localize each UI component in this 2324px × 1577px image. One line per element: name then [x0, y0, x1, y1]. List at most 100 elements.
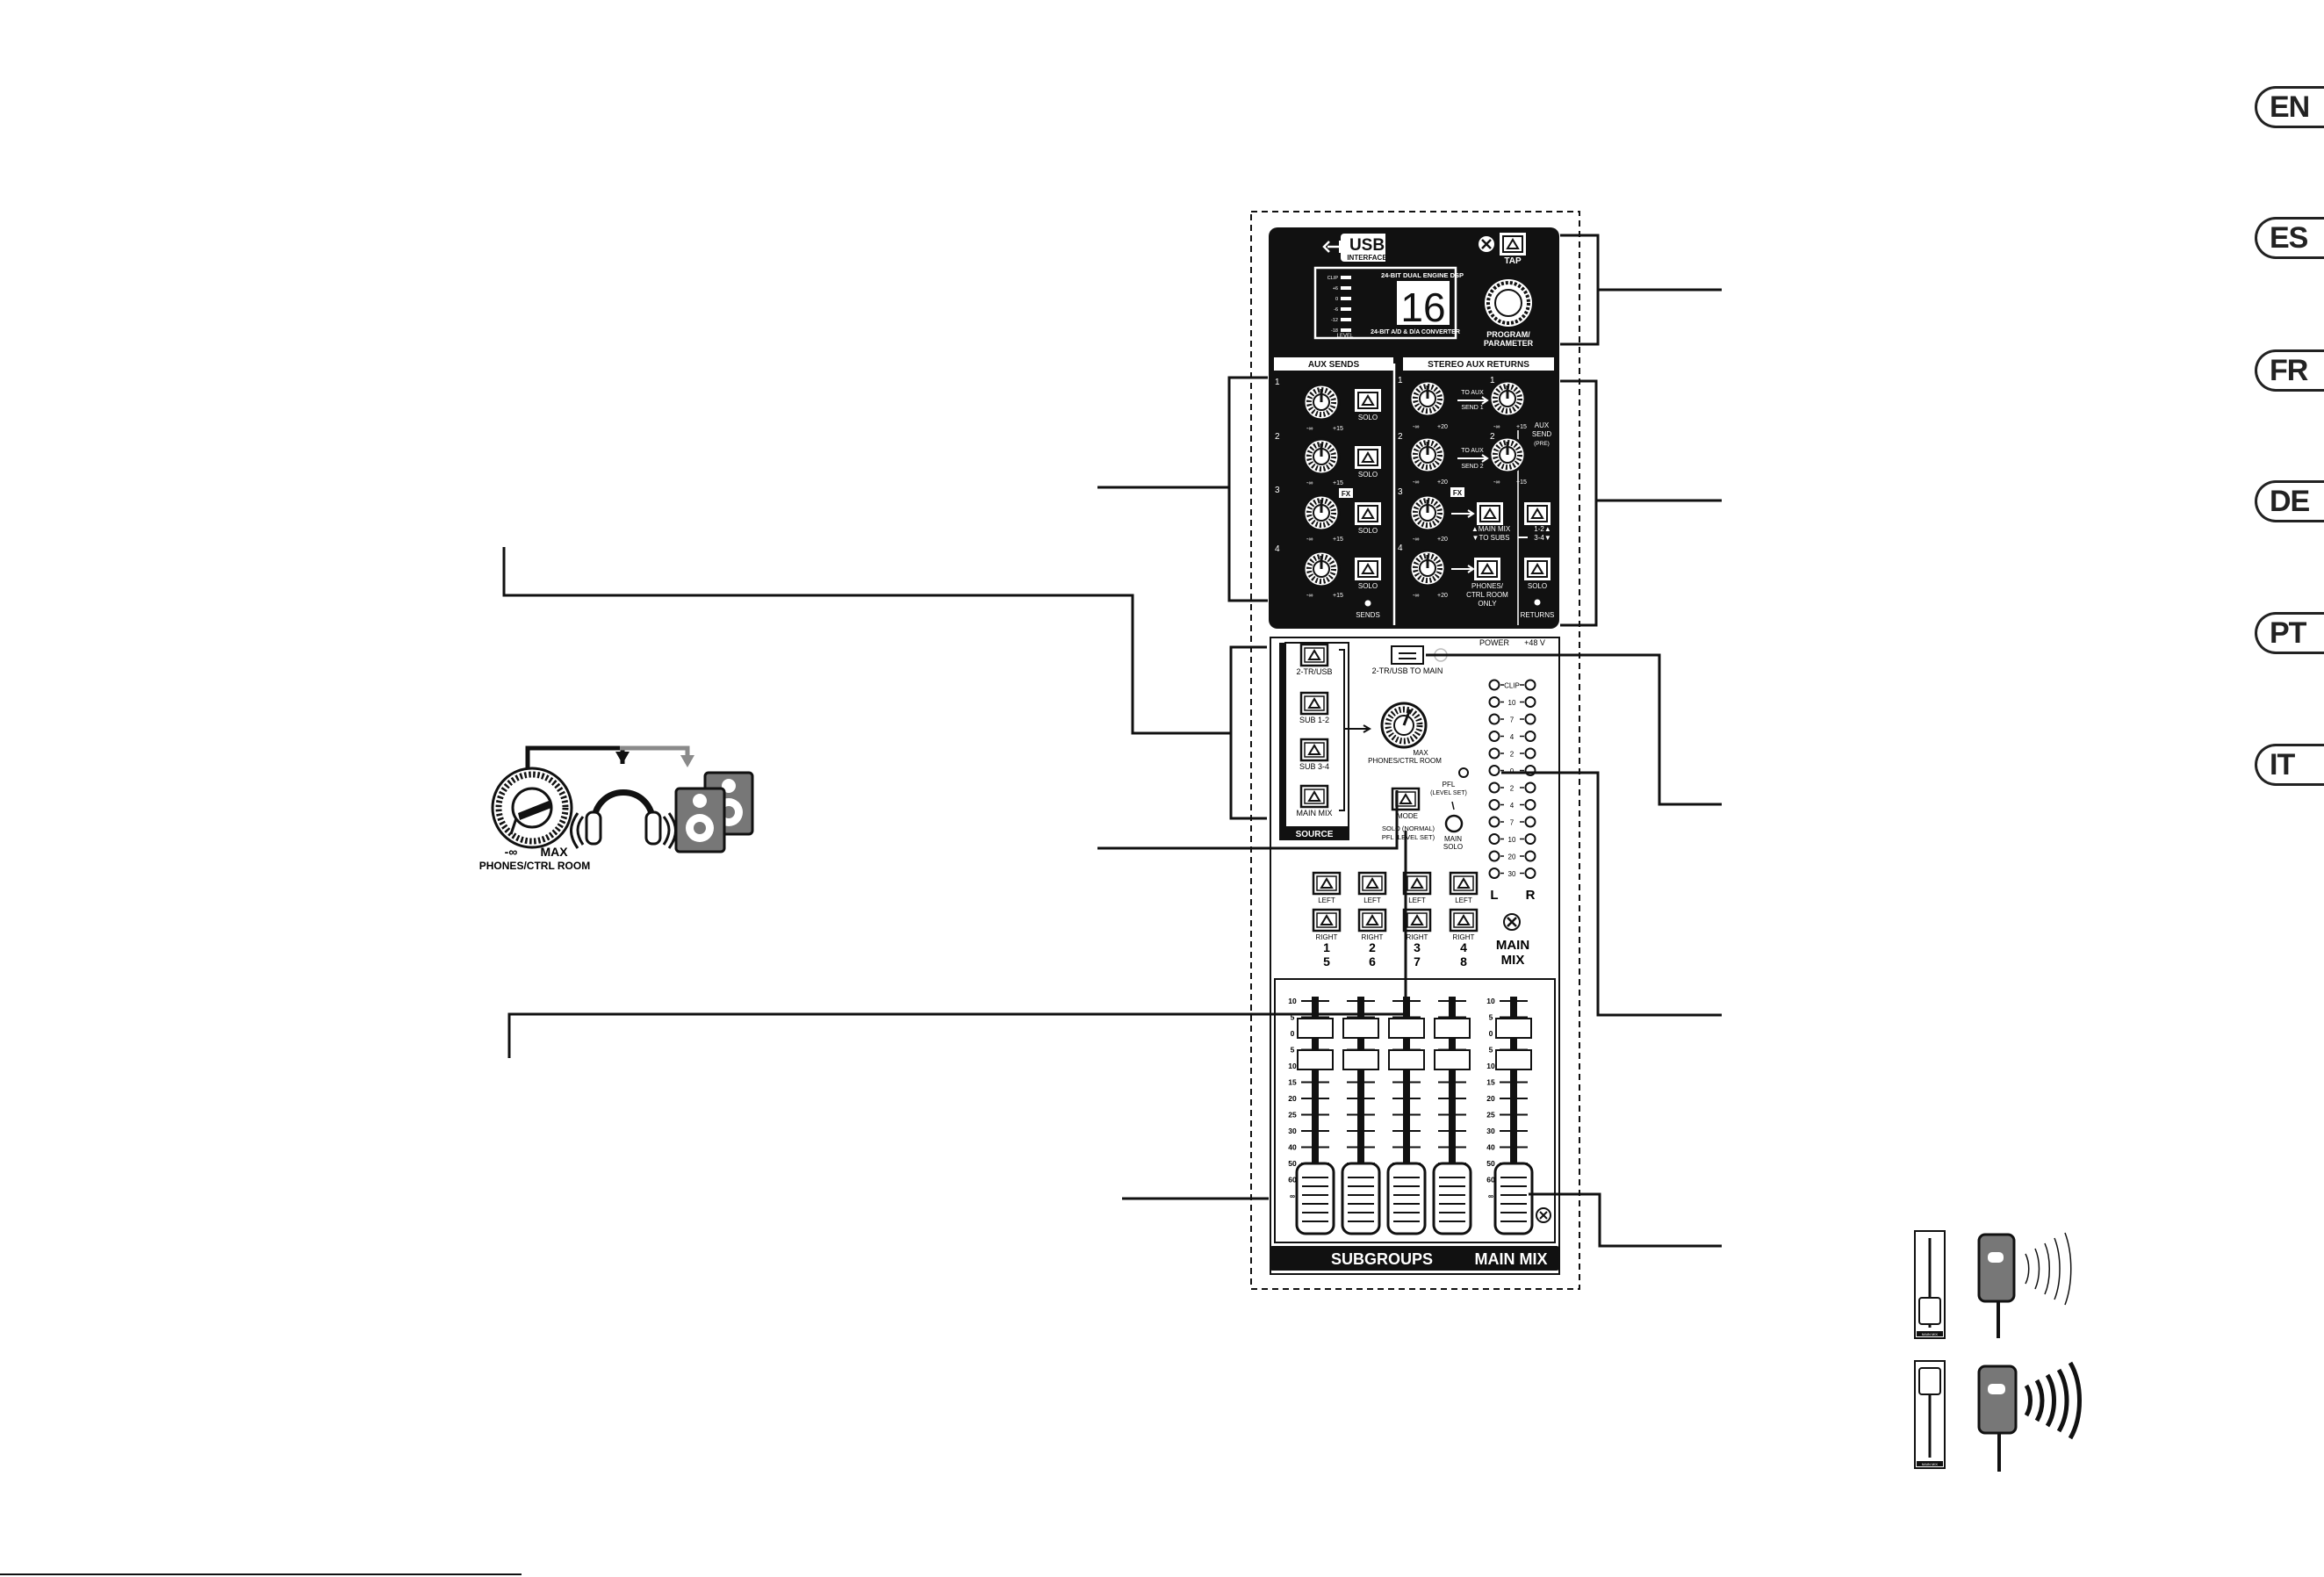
- assign-right-button-4[interactable]: [1449, 908, 1479, 933]
- main-mix-fader[interactable]: [1493, 1162, 1534, 1235]
- svg-text:SOLO: SOLO: [1358, 414, 1378, 421]
- assign-right-label: RIGHT: [1407, 933, 1428, 941]
- assign-right-label: RIGHT: [1362, 933, 1384, 941]
- lang-tab-fr[interactable]: FR: [2255, 349, 2324, 392]
- aux-return-4-knob[interactable]: [1410, 551, 1445, 586]
- subgroup-fader-2[interactable]: [1341, 1162, 1381, 1235]
- svg-text:TO AUX: TO AUX: [1461, 390, 1484, 396]
- meter-label: 2: [1510, 785, 1515, 793]
- main-solo-button[interactable]: [1444, 814, 1464, 833]
- aux-return-2-send-knob[interactable]: [1490, 437, 1525, 472]
- meter-label: 10: [1508, 836, 1516, 844]
- assign-left-button-2[interactable]: [1357, 871, 1387, 896]
- subgroup-fader-3[interactable]: [1386, 1162, 1427, 1235]
- aux-send-4-solo-button[interactable]: [1355, 558, 1381, 580]
- assign-left-button-1[interactable]: [1312, 871, 1342, 896]
- diagram-phones-knob: -∞ MAX PHONES/CTRL ROOM: [479, 767, 590, 872]
- phones-ctrl-room-knob[interactable]: MAX PHONES/CTRL ROOM: [1368, 702, 1442, 765]
- meter-label: 4: [1510, 802, 1515, 810]
- svg-text:-12: -12: [1331, 318, 1338, 323]
- svg-text:1: 1: [1490, 376, 1495, 385]
- assign-left-button-4[interactable]: [1449, 871, 1479, 896]
- fader-scale-label: 10: [1486, 1062, 1495, 1070]
- aux-send-2-solo-button[interactable]: [1355, 446, 1381, 469]
- aux-send-1-knob[interactable]: [1304, 385, 1339, 420]
- svg-text:PHONES/CTRL ROOM: PHONES/CTRL ROOM: [1368, 757, 1442, 765]
- lang-tab-de[interactable]: DE: [2255, 480, 2324, 522]
- aux-return-1-send-knob[interactable]: [1490, 381, 1525, 416]
- subgroup-fader-1[interactable]: [1295, 1162, 1335, 1235]
- svg-text:-18: -18: [1331, 328, 1338, 334]
- svg-text:▼TO SUBS: ▼TO SUBS: [1472, 534, 1510, 542]
- meter-led-left: [1488, 731, 1500, 742]
- assign-right-button-3[interactable]: [1402, 908, 1432, 933]
- fader-scale-label: 10: [1288, 997, 1297, 1005]
- meter-label: 2: [1510, 751, 1515, 759]
- svg-text:24-BIT A/D & D/A CONVERTER: 24-BIT A/D & D/A CONVERTER: [1371, 329, 1460, 335]
- 2tr-usb-to-main-switch[interactable]: 2-TR/USB TO MAIN: [1372, 645, 1443, 675]
- main-mix-assign: MAIN MIX: [1496, 913, 1529, 968]
- aux-send-3-solo-button[interactable]: [1355, 502, 1381, 525]
- svg-text:+20: +20: [1437, 479, 1448, 486]
- svg-text:-∞: -∞: [505, 845, 518, 859]
- aux-return-2: 2 -∞ +20 TO AUX SEND 2 2 -∞ +15: [1398, 432, 1527, 486]
- svg-text:MAIN MIX: MAIN MIX: [1922, 1332, 1939, 1336]
- svg-text:-∞: -∞: [1493, 424, 1500, 430]
- subgroup-fader-4[interactable]: [1432, 1162, 1472, 1235]
- aux-send-1-solo-button[interactable]: [1355, 389, 1381, 412]
- aux-return-3-subs-button[interactable]: [1524, 502, 1551, 525]
- svg-text:3: 3: [1275, 486, 1280, 495]
- meter-led-left: [1488, 816, 1500, 828]
- aux-send-3-knob[interactable]: [1304, 495, 1339, 530]
- speakers-icon: [674, 771, 754, 853]
- assign-right-button-1[interactable]: [1312, 908, 1342, 933]
- fader-scale-label: 25: [1288, 1111, 1297, 1120]
- assign-right-label: RIGHT: [1316, 933, 1338, 941]
- usb-interface-logo: USB INTERFACE: [1322, 234, 1393, 262]
- svg-text:SENDS: SENDS: [1356, 611, 1380, 619]
- svg-text:TAP: TAP: [1504, 256, 1522, 266]
- svg-text:L: L: [1490, 888, 1498, 903]
- svg-text:PFL: PFL: [1443, 781, 1456, 788]
- svg-text:-∞: -∞: [1413, 593, 1419, 599]
- fader-scale-label: 60: [1288, 1176, 1297, 1185]
- assign-pair-top: 4: [1460, 940, 1467, 954]
- aux-return-2-knob[interactable]: [1410, 437, 1445, 472]
- lang-tab-pt[interactable]: PT: [2255, 612, 2324, 654]
- lang-tab-es[interactable]: ES: [2255, 217, 2324, 259]
- fader-scale-label: 15: [1486, 1078, 1495, 1087]
- fader-scale-label: ∞: [1488, 1192, 1493, 1200]
- fader-scale-label: 60: [1486, 1176, 1495, 1185]
- svg-text:3: 3: [1398, 487, 1403, 497]
- svg-text:+15: +15: [1516, 424, 1527, 430]
- aux-return-4-solo-button[interactable]: [1524, 558, 1551, 580]
- lang-tab-it[interactable]: IT: [2255, 744, 2324, 786]
- aux-send-4-knob[interactable]: [1304, 551, 1339, 587]
- aux-return-1-knob[interactable]: [1410, 381, 1445, 416]
- svg-text:+48 V: +48 V: [1524, 638, 1545, 647]
- program-parameter-knob[interactable]: PROGRAM/ PARAMETER: [1484, 279, 1534, 348]
- aux-sends-title: AUX SENDS: [1308, 360, 1360, 370]
- svg-text:+15: +15: [1333, 536, 1343, 543]
- assign-right-button-2[interactable]: [1357, 908, 1387, 933]
- lang-tab-en[interactable]: EN: [2255, 86, 2324, 128]
- source-2tr-usb-button[interactable]: [1299, 643, 1329, 667]
- svg-text:SOLO: SOLO: [1358, 527, 1378, 535]
- svg-text:MAIN: MAIN: [1444, 835, 1462, 843]
- fader-scale-label: 5: [1291, 1046, 1295, 1055]
- source-main-mix-button[interactable]: [1299, 784, 1329, 809]
- assign-right-label: RIGHT: [1453, 933, 1475, 941]
- meter-label: 7: [1510, 716, 1515, 724]
- aux-return-3-knob[interactable]: [1410, 495, 1445, 530]
- svg-text:3-4▼: 3-4▼: [1534, 534, 1551, 542]
- tap-button[interactable]: [1500, 233, 1526, 256]
- source-sub-1-2-button[interactable]: [1299, 691, 1329, 716]
- meter-led-right: [1524, 816, 1536, 828]
- fader-scale-label: 30: [1288, 1127, 1297, 1135]
- assign-left-button-3[interactable]: [1402, 871, 1432, 896]
- aux-send-2-knob[interactable]: [1304, 439, 1339, 474]
- source-sub-3-4-button[interactable]: [1299, 738, 1329, 762]
- aux-return-3-main-mix-button[interactable]: [1477, 502, 1503, 525]
- aux-return-4-phones-button[interactable]: [1474, 558, 1500, 580]
- aux-send-4: 4 -∞ +15 SOLO SENDS: [1275, 544, 1381, 619]
